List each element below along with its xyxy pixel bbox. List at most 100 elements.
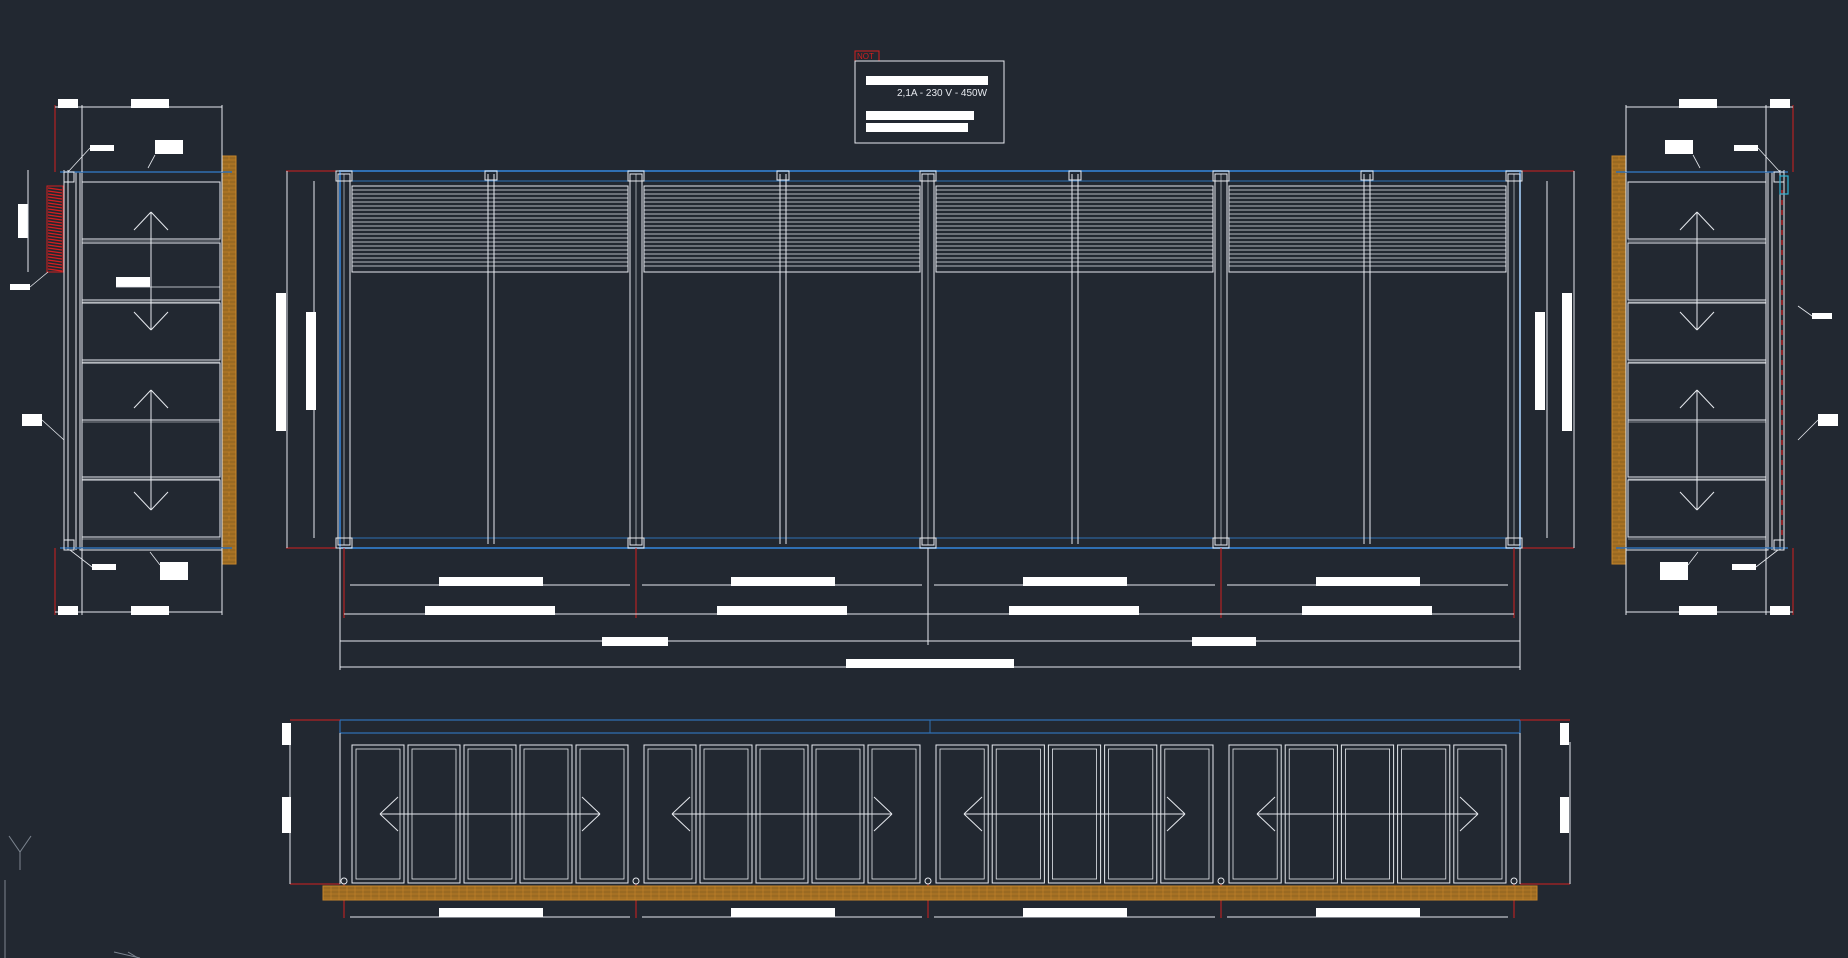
post-cap <box>1360 170 1374 181</box>
note-spec-text: 2,1A - 230 V - 450W <box>897 88 988 99</box>
height-dimension-label <box>276 293 286 431</box>
hatch-line <box>47 253 63 257</box>
leader-line <box>1692 154 1701 169</box>
leader-line <box>1797 419 1819 441</box>
blind-frame <box>1228 185 1507 273</box>
top-bracket <box>63 171 75 183</box>
note-box[interactable]: NOT 2,1A - 230 V - 450W <box>854 50 1005 144</box>
plan-dimension-label <box>282 723 291 745</box>
sliding-direction-arrow <box>671 796 893 832</box>
main-elevation-view[interactable] <box>276 170 1575 549</box>
arrow-head <box>1679 311 1698 331</box>
main-post <box>919 170 937 549</box>
hatch-line <box>47 208 63 212</box>
cyan-bracket <box>1779 175 1789 195</box>
leader-label <box>1734 145 1758 151</box>
note-label-redacted <box>866 123 968 132</box>
note-label-redacted <box>866 76 988 85</box>
hatch-line <box>47 265 63 269</box>
blind-frame <box>643 185 921 273</box>
sliding-direction-arrow <box>963 796 1186 832</box>
dimension-label-redacted <box>58 606 78 615</box>
dimension-label-redacted <box>1316 577 1420 586</box>
plan-dimension-label <box>1560 723 1569 745</box>
post-cap <box>627 170 645 182</box>
hatch-line <box>47 196 63 200</box>
arrow-head <box>1459 813 1479 832</box>
down-arrow <box>1679 240 1715 331</box>
arrow-head <box>133 389 152 409</box>
leader-line <box>41 419 65 441</box>
hatch-frame <box>46 185 64 273</box>
dimension-label-redacted <box>1679 606 1717 615</box>
hatch-line <box>47 268 63 272</box>
sliding-direction-arrow <box>379 796 601 832</box>
main-post <box>1505 170 1523 549</box>
plan-post-marker <box>632 877 640 885</box>
dimension-label-redacted <box>1770 99 1790 108</box>
arrow-head <box>1459 796 1479 815</box>
post-cap <box>335 170 353 182</box>
hatch-line <box>47 238 63 242</box>
leader-label <box>1732 564 1756 570</box>
arrow-head <box>150 491 169 511</box>
hatch-line <box>47 214 63 218</box>
blind-panel <box>1228 185 1507 273</box>
arrow-head <box>1696 491 1715 511</box>
floor-brick-strip <box>322 885 1538 901</box>
arrow-head <box>1256 813 1276 832</box>
arrow-head <box>671 796 691 815</box>
blind-panel <box>935 185 1214 273</box>
post-cap <box>1212 170 1230 182</box>
dimension-label-redacted <box>1023 908 1127 917</box>
hatch-line <box>47 232 63 236</box>
hatch-line <box>47 256 63 260</box>
hatch-line <box>47 217 63 221</box>
down-arrow <box>133 420 169 511</box>
leader-line <box>29 271 49 288</box>
motor-hatch <box>46 185 64 273</box>
arrow-head <box>1696 211 1715 231</box>
plan-post-marker <box>1510 877 1518 885</box>
note-label-redacted <box>866 111 974 120</box>
left-section-view[interactable] <box>10 99 237 615</box>
dimension-label-redacted <box>439 908 543 917</box>
main-post <box>1212 170 1230 549</box>
arrow-head <box>1679 491 1698 511</box>
leader-line <box>67 147 91 173</box>
dimension-label-redacted <box>1009 606 1139 615</box>
sliding-direction-arrow <box>1256 796 1479 832</box>
right-section-view[interactable] <box>1611 99 1838 615</box>
arrow-head <box>1679 389 1698 409</box>
hatch-line <box>47 241 63 245</box>
arrow-head <box>379 813 399 832</box>
dimension-label-redacted <box>1023 577 1127 586</box>
post-cap <box>1068 170 1082 181</box>
post-cap <box>484 170 498 181</box>
hatch-line <box>47 190 63 194</box>
leader-line <box>1797 305 1813 317</box>
arrow-head <box>150 211 169 231</box>
arrow-head <box>581 796 601 815</box>
down-arrow <box>1679 420 1715 511</box>
arrow-head <box>1166 813 1186 832</box>
plan-view[interactable] <box>282 719 1571 918</box>
ucs-icon <box>4 835 141 958</box>
hatch-line <box>47 259 63 263</box>
dimension-label-redacted <box>731 908 835 917</box>
dimension-label-redacted <box>439 577 543 586</box>
leader-line <box>147 154 156 169</box>
dimension-label-redacted <box>58 99 78 108</box>
dimension-label-redacted <box>1192 637 1256 646</box>
hatch-line <box>47 211 63 215</box>
leader-label <box>160 562 188 580</box>
plan-post-marker <box>1217 877 1225 885</box>
note-frame <box>854 60 1005 144</box>
post-cap <box>1505 170 1523 182</box>
blind-frame <box>351 185 629 273</box>
overall-width-label <box>846 659 1014 668</box>
arrow-head <box>133 311 152 331</box>
dimension-label-redacted <box>1302 606 1432 615</box>
